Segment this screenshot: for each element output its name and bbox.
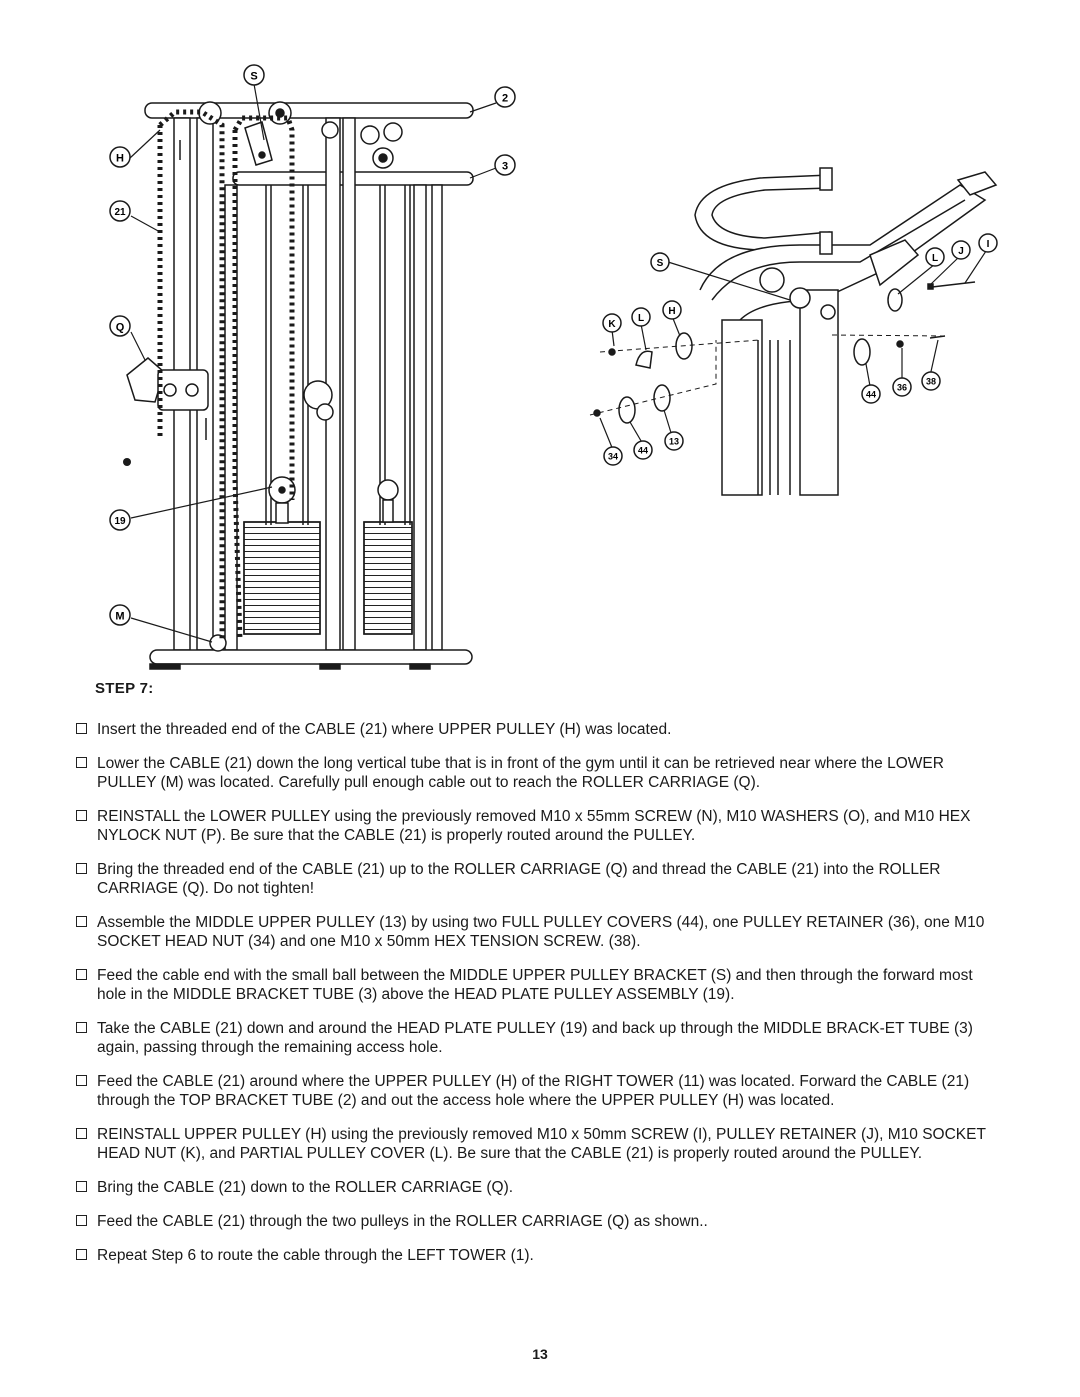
svg-text:Q: Q	[116, 322, 125, 334]
instruction-item: Bring the threaded end of the CABLE (21)…	[76, 860, 1006, 898]
checkbox-icon[interactable]	[76, 1181, 87, 1192]
instruction-item: Repeat Step 6 to route the cable through…	[76, 1246, 1006, 1265]
svg-text:13: 13	[669, 437, 679, 447]
instruction-text: Insert the threaded end of the CABLE (21…	[97, 721, 672, 738]
callout-J-detail: J	[951, 240, 971, 260]
checkbox-icon[interactable]	[76, 1022, 87, 1033]
instruction-item: Feed the CABLE (21) through the two pull…	[76, 1212, 1006, 1231]
callout-S-detail: S	[650, 252, 670, 272]
instruction-item: REINSTALL the LOWER PULLEY using the pre…	[76, 807, 1006, 845]
svg-text:44: 44	[866, 390, 876, 400]
instruction-item: Feed the cable end with the small ball b…	[76, 966, 1006, 1004]
callout-2: 2	[494, 86, 516, 108]
instruction-text: Lower the CABLE (21) down the long verti…	[97, 755, 944, 791]
callout-44-lower: 44	[633, 440, 653, 460]
instruction-item: Take the CABLE (21) down and around the …	[76, 1019, 1006, 1057]
svg-text:S: S	[250, 71, 257, 83]
instruction-text: REINSTALL the LOWER PULLEY using the pre…	[97, 808, 971, 844]
instruction-item: Feed the CABLE (21) around where the UPP…	[76, 1072, 1006, 1110]
callout-19: 19	[109, 509, 131, 531]
callout-3: 3	[494, 154, 516, 176]
callout-Q: Q	[109, 315, 131, 337]
assembly-diagram: S 2 H 3 21 Q 19 M	[109, 64, 998, 670]
svg-text:2: 2	[502, 93, 508, 105]
svg-text:19: 19	[114, 516, 126, 527]
svg-text:34: 34	[608, 452, 618, 462]
checkbox-icon[interactable]	[76, 863, 87, 874]
instruction-text: Feed the CABLE (21) through the two pull…	[97, 1213, 708, 1230]
svg-text:S: S	[657, 258, 664, 269]
step-heading: STEP 7:	[95, 680, 154, 697]
svg-text:K: K	[608, 319, 616, 330]
callout-44: 44	[861, 384, 881, 404]
checkbox-icon[interactable]	[76, 1249, 87, 1260]
instruction-item: Lower the CABLE (21) down the long verti…	[76, 754, 1006, 792]
page-number: 13	[532, 1346, 548, 1362]
instruction-text: Bring the CABLE (21) down to the ROLLER …	[97, 1179, 514, 1196]
svg-text:21: 21	[114, 207, 126, 218]
instruction-text: Feed the CABLE (21) around where the UPP…	[97, 1073, 970, 1109]
checkbox-icon[interactable]	[76, 1128, 87, 1139]
svg-text:H: H	[668, 306, 675, 317]
callout-L-detail: L	[925, 247, 945, 267]
callout-36: 36	[892, 377, 912, 397]
svg-text:36: 36	[897, 383, 907, 393]
callout-H: H	[109, 146, 131, 168]
instruction-text: Bring the threaded end of the CABLE (21)…	[97, 861, 941, 897]
callout-I-detail: I	[978, 233, 998, 253]
callout-21: 21	[109, 200, 131, 222]
svg-text:44: 44	[638, 446, 648, 456]
svg-text:L: L	[638, 313, 644, 324]
instruction-list: Insert the threaded end of the CABLE (21…	[76, 720, 1006, 1280]
callout-L2-detail: L	[631, 307, 651, 327]
svg-text:M: M	[115, 611, 124, 623]
checkbox-icon[interactable]	[76, 723, 87, 734]
pulley-detail-view	[589, 167, 998, 496]
instruction-text: REINSTALL UPPER PULLEY (H) using the pre…	[97, 1126, 986, 1162]
instruction-item: Bring the CABLE (21) down to the ROLLER …	[76, 1178, 1006, 1197]
callout-K-detail: K	[602, 313, 622, 333]
cable-path	[157, 109, 295, 641]
callout-M: M	[109, 604, 131, 626]
svg-text:L: L	[932, 253, 938, 264]
instruction-item: REINSTALL UPPER PULLEY (H) using the pre…	[76, 1125, 1006, 1163]
svg-text:J: J	[958, 246, 964, 257]
svg-text:I: I	[987, 239, 990, 250]
instruction-text: Take the CABLE (21) down and around the …	[97, 1020, 973, 1056]
checkbox-icon[interactable]	[76, 757, 87, 768]
instruction-item: Assemble the MIDDLE UPPER PULLEY (13) by…	[76, 913, 1006, 951]
callout-H-detail: H	[662, 300, 682, 320]
checkbox-icon[interactable]	[76, 1215, 87, 1226]
gym-front-view	[126, 101, 474, 670]
svg-text:H: H	[116, 153, 124, 165]
instruction-text: Repeat Step 6 to route the cable through…	[97, 1247, 534, 1264]
callout-13: 13	[664, 431, 684, 451]
instruction-text: Assemble the MIDDLE UPPER PULLEY (13) by…	[97, 914, 985, 950]
checkbox-icon[interactable]	[76, 1075, 87, 1086]
callout-S: S	[243, 64, 265, 86]
svg-text:38: 38	[926, 377, 936, 387]
checkbox-icon[interactable]	[76, 916, 87, 927]
svg-text:3: 3	[502, 161, 508, 173]
instruction-text: Feed the cable end with the small ball b…	[97, 967, 973, 1003]
checkbox-icon[interactable]	[76, 969, 87, 980]
callout-34: 34	[603, 446, 623, 466]
checkbox-icon[interactable]	[76, 810, 87, 821]
callout-38: 38	[921, 371, 941, 391]
instruction-item: Insert the threaded end of the CABLE (21…	[76, 720, 1006, 739]
leader-lines	[129, 83, 497, 643]
